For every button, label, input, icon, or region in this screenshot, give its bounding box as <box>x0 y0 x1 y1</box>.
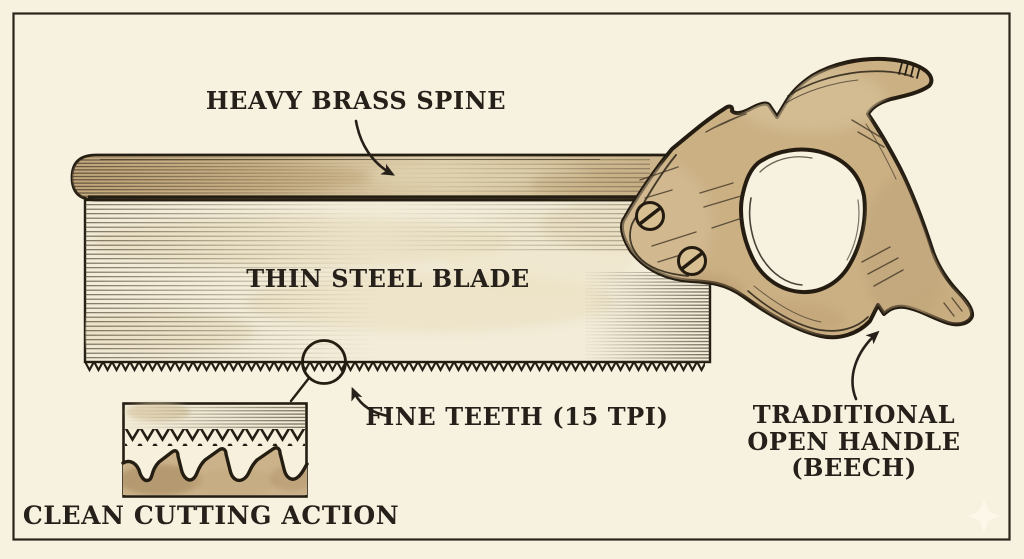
sparkle-icon <box>967 498 1001 534</box>
handle-label: TRADITIONAL OPEN HANDLE (BEECH) <box>747 400 961 482</box>
saw-teeth <box>85 360 705 372</box>
brass-spine <box>70 153 679 202</box>
handle-label-arrow <box>851 330 880 401</box>
blade-label: THIN STEEL BLADE <box>246 264 530 293</box>
teeth-label-arrow <box>351 386 390 418</box>
handle-label-line1: TRADITIONAL <box>752 400 956 429</box>
inset-caption: CLEAN CUTTING ACTION <box>22 501 400 530</box>
magnifier-circle <box>289 339 347 403</box>
teeth-detail-inset <box>121 402 309 498</box>
saw-screw <box>635 201 665 231</box>
saw-screw <box>677 246 707 276</box>
spine-label-arrow <box>354 119 395 176</box>
handle-label-line3: (BEECH) <box>791 453 917 482</box>
teeth-label: FINE TEETH (15 TPI) <box>365 402 669 431</box>
spine-label: HEAVY BRASS SPINE <box>205 86 507 115</box>
handle-label-line2: OPEN HANDLE <box>747 426 961 456</box>
horn-tip-hatch <box>898 62 921 79</box>
inset-wood <box>121 446 309 495</box>
frame-border <box>12 12 1011 541</box>
